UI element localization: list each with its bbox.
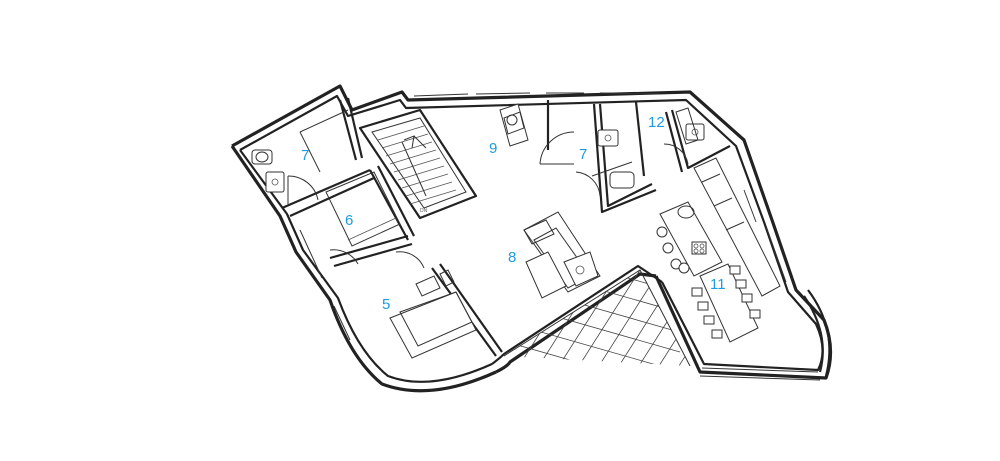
stair-direction-label: DN bbox=[420, 208, 428, 214]
bathroom-right-fixtures bbox=[591, 129, 635, 189]
kitchen-island bbox=[659, 201, 723, 277]
lounge-chair bbox=[499, 103, 529, 147]
dining-table bbox=[699, 263, 759, 343]
room-label-living: 8 bbox=[508, 249, 516, 266]
bar-stools bbox=[656, 226, 690, 274]
room-label-utility: 12 bbox=[648, 114, 665, 131]
coffee-table bbox=[525, 251, 567, 299]
room-label-bedroom: 5 bbox=[382, 296, 390, 313]
dressing-cabinet bbox=[325, 171, 401, 247]
interior-walls bbox=[281, 97, 731, 357]
windows-top bbox=[299, 92, 787, 341]
dining-chairs bbox=[691, 265, 761, 339]
room-label-bathroom-left: 7 bbox=[301, 147, 309, 164]
room-label-kitchen-dining: 11 bbox=[710, 276, 726, 293]
bed bbox=[389, 269, 477, 359]
kitchen-counter bbox=[693, 157, 781, 297]
exterior-walls bbox=[230, 84, 833, 393]
utility-fixtures bbox=[675, 107, 705, 145]
room-labels: 7 6 5 8 9 7 11 12 bbox=[301, 114, 726, 313]
room-label-bathroom-right: 7 bbox=[579, 146, 587, 163]
armchair bbox=[563, 251, 599, 287]
staircase bbox=[371, 117, 467, 209]
room-label-lounge-chair: 9 bbox=[489, 140, 497, 157]
bathroom-left-fixtures bbox=[251, 109, 349, 193]
room-label-dressing: 6 bbox=[345, 212, 353, 229]
door-swings bbox=[287, 131, 689, 269]
